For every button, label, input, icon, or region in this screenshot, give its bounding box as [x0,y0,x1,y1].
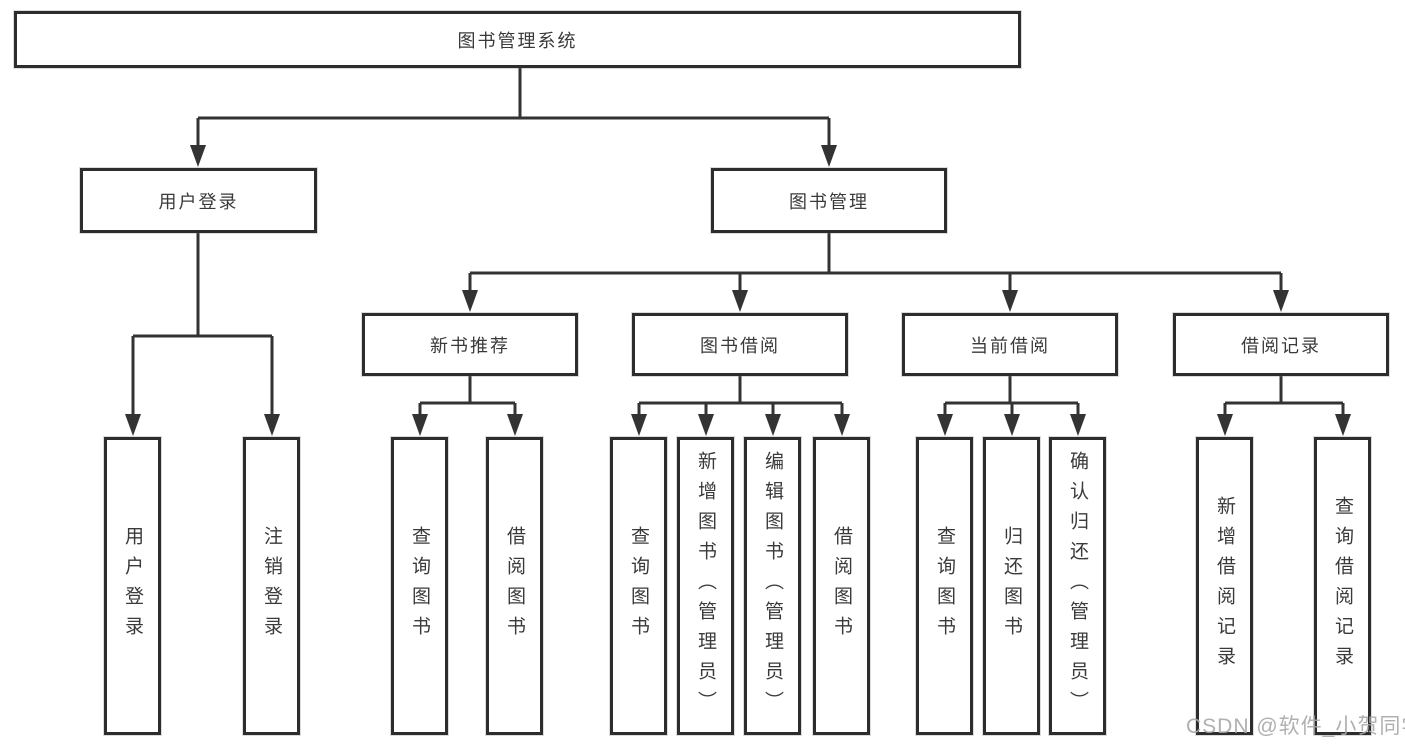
node-user-login-branch: 用户登录 [80,168,317,233]
leaf-label: 注销登录 [261,526,282,646]
node-borrowing-records: 借阅记录 [1173,313,1389,376]
node-current-borrowing: 当前借阅 [902,313,1118,376]
leaf-label: 编辑图书（管理员） [762,451,783,721]
leaf-label: 归还图书 [1001,526,1022,646]
node-library-management-system: 图书管理系统 [14,11,1021,68]
leaf-user-login: 用户登录 [104,437,161,735]
node-label: 借阅记录 [1241,335,1321,356]
leaf-label: 查询图书 [628,526,649,646]
leaf-query-borrow-record: 查询借阅记录 [1314,437,1371,735]
node-label: 图书管理 [789,191,869,212]
leaf-edit-books-admin: 编辑图书（管理员） [744,437,801,735]
leaf-add-books-admin: 新增图书（管理员） [677,437,734,735]
leaf-label: 用户登录 [122,526,143,646]
leaf-confirm-return-admin: 确认归还（管理员） [1049,437,1106,735]
leaf-label: 新增图书（管理员） [695,451,716,721]
node-label: 图书借阅 [700,335,780,356]
node-book-borrowing: 图书借阅 [632,313,848,376]
leaf-query-books-borrowing: 查询图书 [610,437,667,735]
leaf-label: 借阅图书 [504,526,525,646]
leaf-label: 查询借阅记录 [1332,496,1353,676]
leaf-borrow-books-borrowing: 借阅图书 [813,437,870,735]
leaf-label: 新增借阅记录 [1214,496,1235,676]
leaf-label: 确认归还（管理员） [1067,451,1088,721]
leaf-query-books-current: 查询图书 [916,437,973,735]
leaf-query-books-recommend: 查询图书 [391,437,448,735]
leaf-add-borrow-record: 新增借阅记录 [1196,437,1253,735]
node-label: 新书推荐 [430,335,510,356]
leaf-borrow-books-recommend: 借阅图书 [486,437,543,735]
leaf-label: 查询图书 [934,526,955,646]
leaf-return-books: 归还图书 [983,437,1040,735]
node-label: 图书管理系统 [457,30,578,51]
node-label: 用户登录 [158,191,239,212]
leaf-label: 查询图书 [409,526,430,646]
csdn-watermark: CSDN @软件_小贺同学 [1186,715,1405,738]
node-label: 当前借阅 [970,335,1050,356]
node-new-book-recommend: 新书推荐 [362,313,578,376]
node-book-management-branch: 图书管理 [711,168,947,233]
leaf-label: 借阅图书 [831,526,852,646]
leaf-logout: 注销登录 [243,437,300,735]
